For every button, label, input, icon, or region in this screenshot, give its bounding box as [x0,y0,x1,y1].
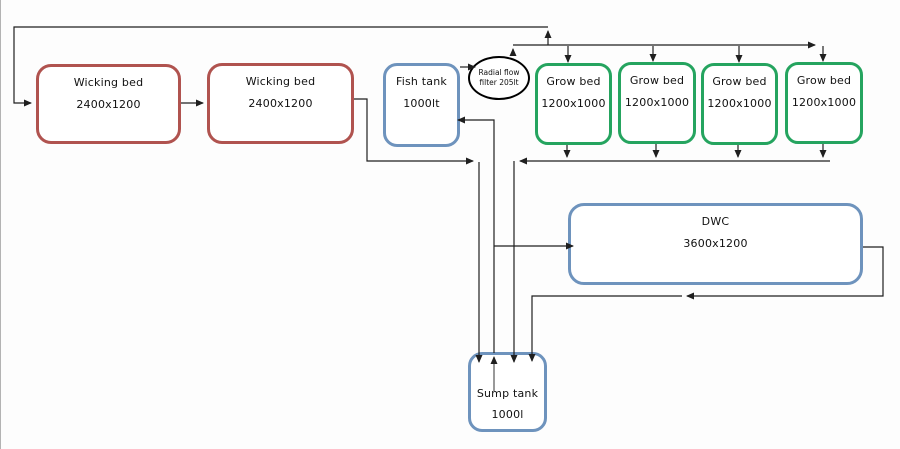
radial-flow-filter-node: Radial flow filter 205lt [468,56,530,100]
sump-tank-volume: 1000l [491,408,524,422]
grow-bed-2-title: Grow bed [629,74,685,87]
grow-bed-2-node: Grow bed 1200x1000 [618,62,696,144]
fish-tank-title: Fish tank [396,75,447,88]
filter-label-line2: filter 205lt [479,78,519,87]
dwc-title: DWC [701,215,730,228]
grow-bed-3-node: Grow bed 1200x1000 [701,63,778,145]
fish-tank-node: Fish tank 1000lt [383,63,460,147]
wicking-bed-2-node: Wicking bed 2400x1200 [207,63,354,144]
fish-tank-volume: 1000lt [403,97,440,111]
grow-bed-2-dimensions: 1200x1000 [624,96,690,110]
grow-bed-1-dimensions: 1200x1000 [541,97,606,111]
wicking-bed-2-dimensions: 2400x1200 [248,97,313,111]
wicking-bed-1-title: Wicking bed [73,76,144,89]
grow-bed-4-dimensions: 1200x1000 [791,96,857,110]
grow-bed-3-dimensions: 1200x1000 [707,97,772,111]
wicking-bed-1-dimensions: 2400x1200 [76,98,141,112]
riser-to-fishtank [457,116,495,353]
grow-bed-4-node: Grow bed 1200x1000 [785,62,863,144]
grow-bed-3-title: Grow bed [712,75,767,88]
grow-bed-1-title: Grow bed [546,75,601,88]
dwc-dimensions: 3600x1200 [683,237,748,251]
grow-bed-4-title: Grow bed [796,74,852,87]
grow-bed-1-node: Grow bed 1200x1000 [535,63,612,145]
dwc-return-to-sump [528,295,682,362]
sump-tank-node: Sump tank 1000l [468,352,547,432]
canvas-left-edge-line [0,0,1,449]
sump-tank-title: Sump tank [476,387,539,400]
wicking-bed-1-node: Wicking bed 2400x1200 [36,64,181,144]
dwc-node: DWC 3600x1200 [568,203,863,285]
filter-label-line1: Radial flow [478,68,520,78]
wicking-bed-2-title: Wicking bed [245,75,316,88]
